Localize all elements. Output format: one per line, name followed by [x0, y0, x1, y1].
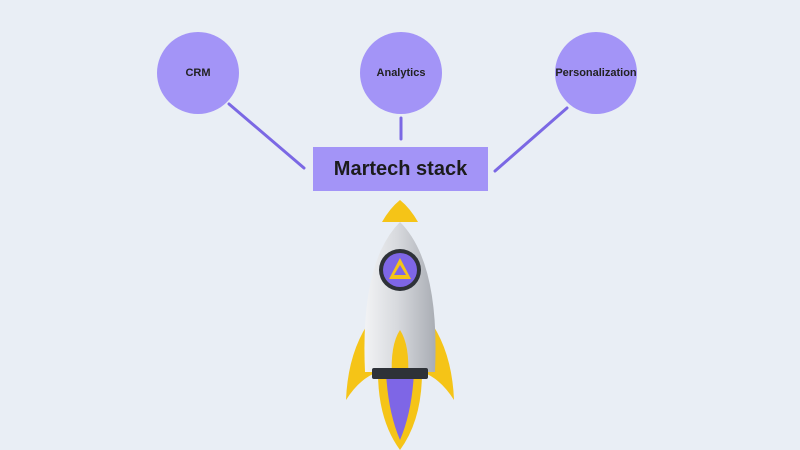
rocket-fin-center	[391, 330, 409, 378]
rocket-band	[372, 368, 428, 379]
connector-crm	[227, 102, 306, 170]
node-personalization-label: Personalization	[555, 67, 637, 79]
triangle-logo-icon	[389, 258, 411, 279]
rocket-exhaust-core	[386, 372, 414, 440]
rocket-nose	[382, 200, 418, 222]
hub-martech-stack: Martech stack	[313, 147, 488, 191]
node-analytics-label: Analytics	[376, 67, 426, 79]
node-personalization: Personalization	[555, 32, 637, 114]
hub-label: Martech stack	[333, 157, 468, 180]
connector-personalization	[493, 106, 569, 173]
node-analytics: Analytics	[360, 32, 442, 114]
node-crm-label: CRM	[185, 67, 211, 79]
node-crm: CRM	[157, 32, 239, 114]
